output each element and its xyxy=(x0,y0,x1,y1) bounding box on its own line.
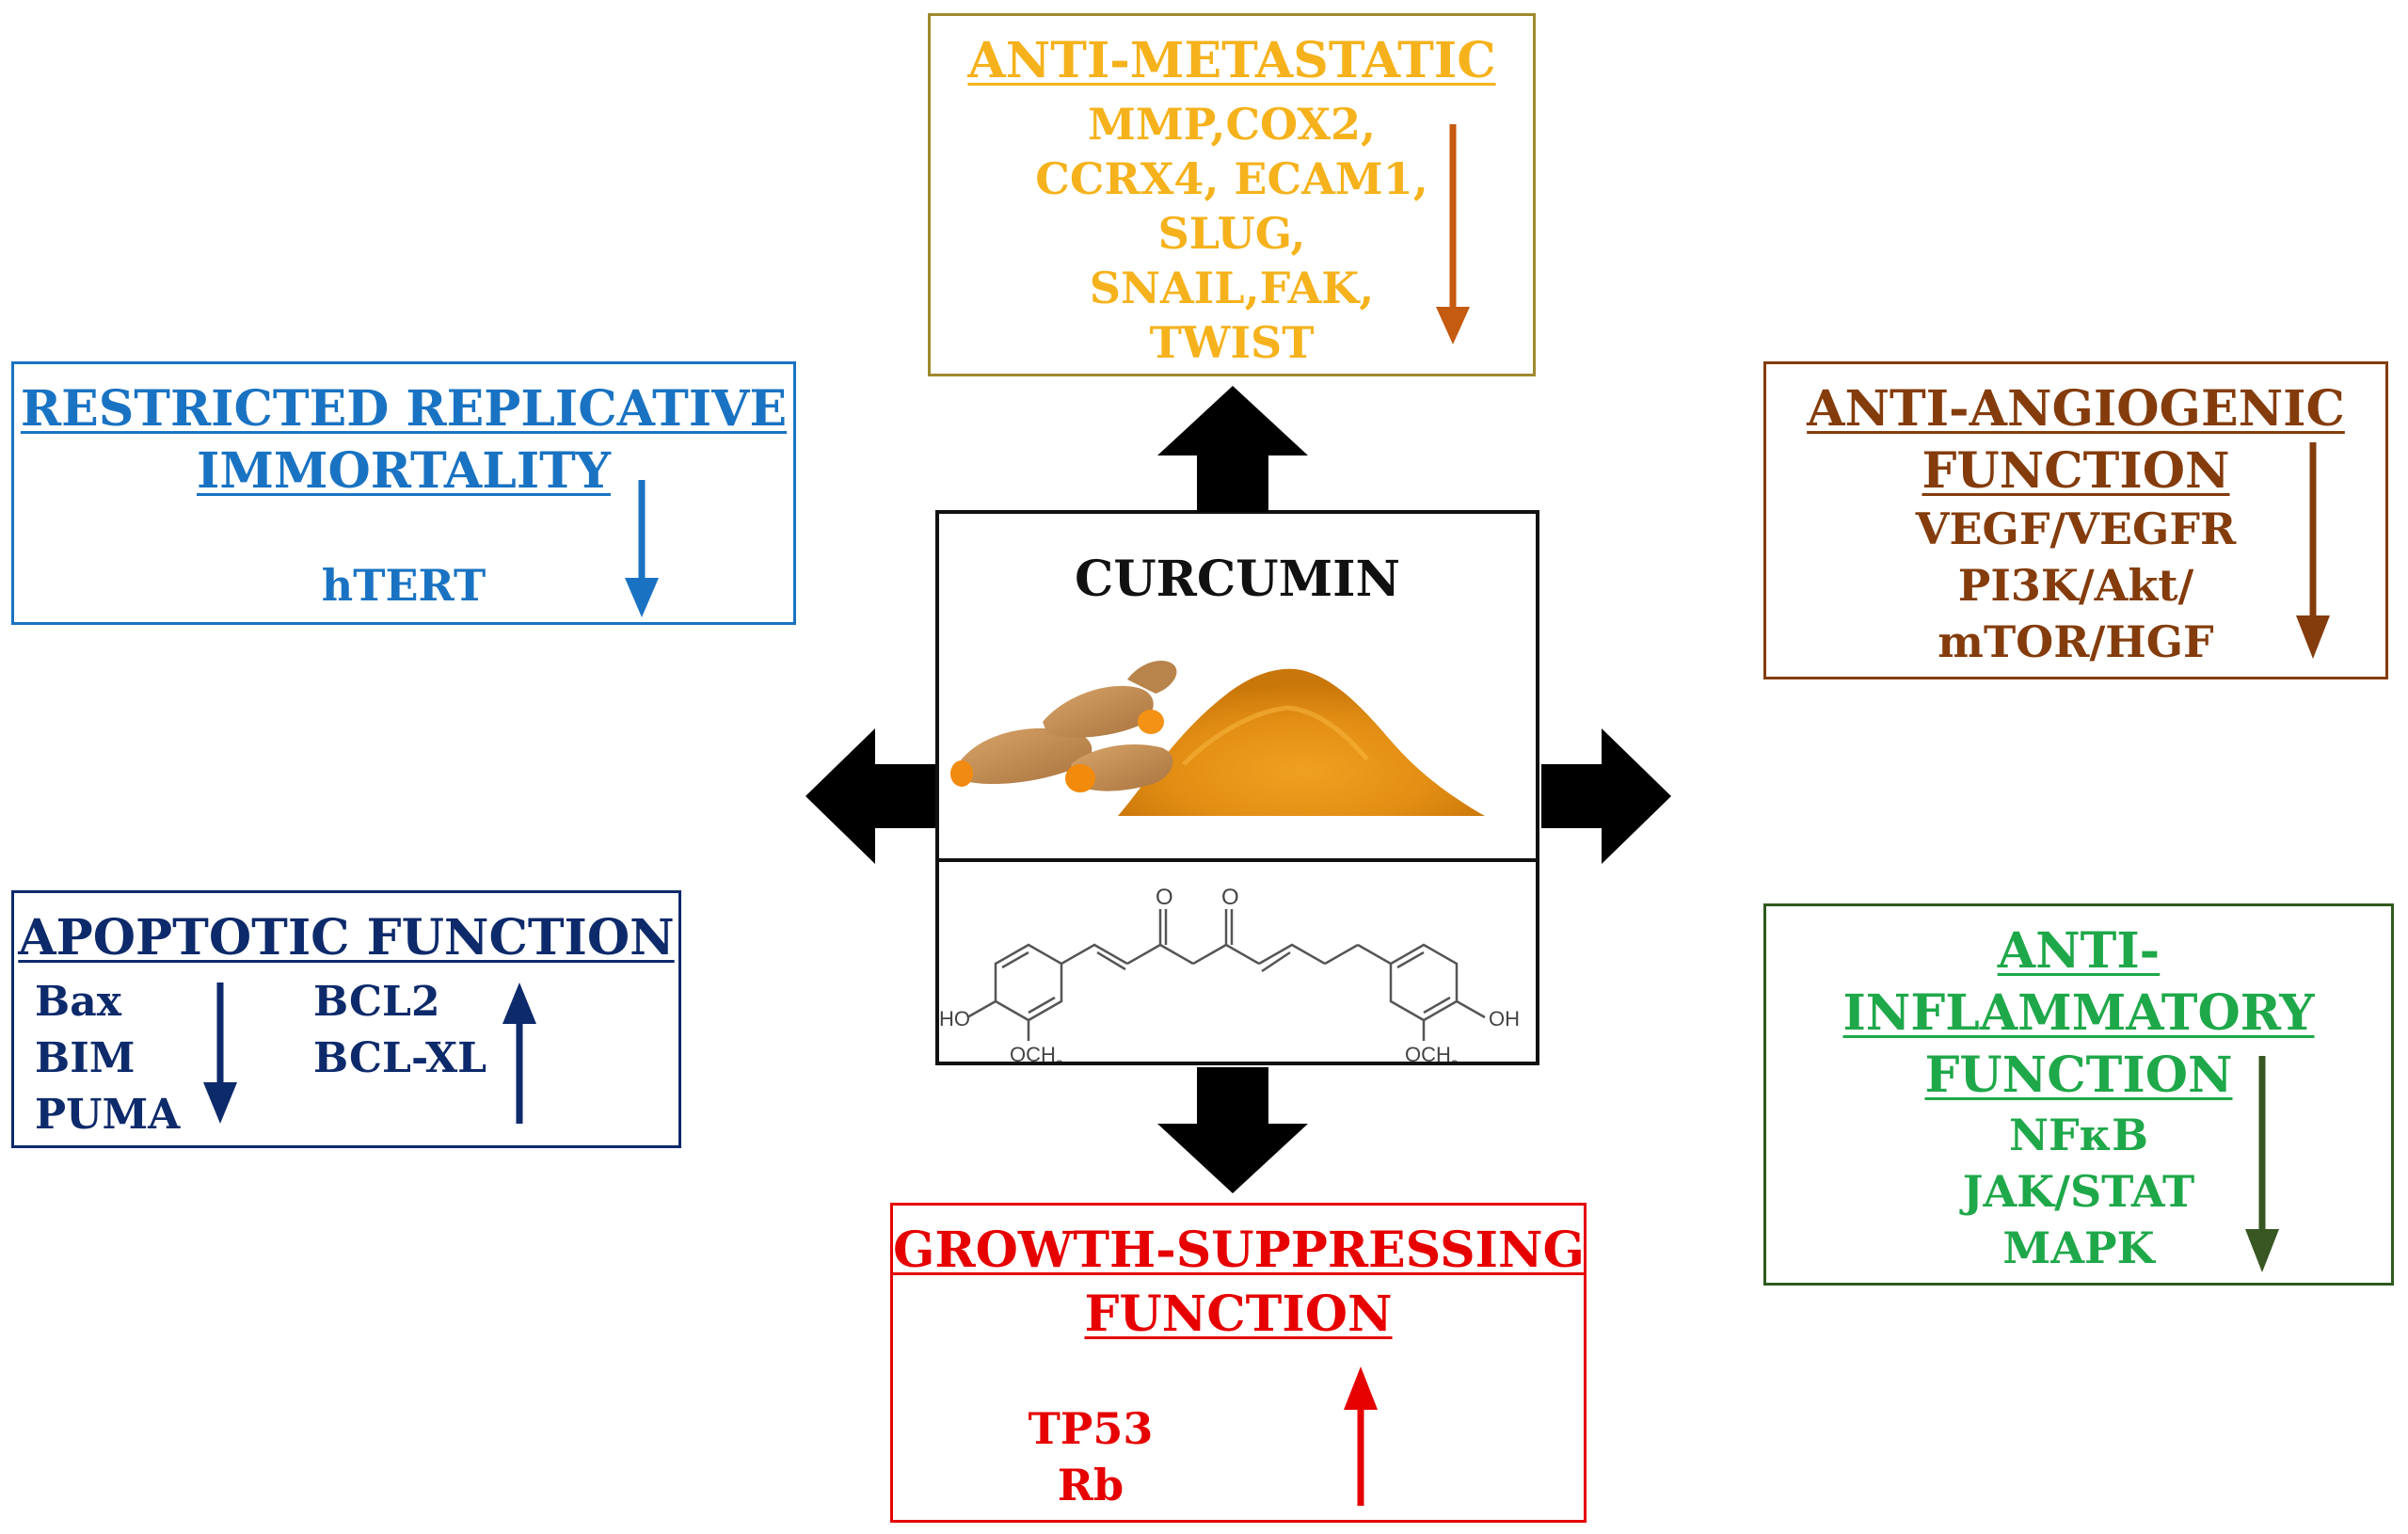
metastatic-marker: SLUG, xyxy=(1157,208,1306,259)
apoptotic-function-box: APOPTOTIC FUNCTION Bax BIM PUMA BCL2 BCL… xyxy=(11,890,681,1148)
ho-label: HO xyxy=(939,1007,970,1031)
growth-marker: Rb xyxy=(1057,1460,1124,1510)
angiogenic-down-arrow-icon xyxy=(2296,615,2330,659)
replicative-immortality-box: RESTRICTED REPLICATIVE IMMORTALITY hTERT xyxy=(11,361,796,625)
angiogenic-title: ANTI-ANGIOGENIC xyxy=(1807,380,2345,438)
inflammatory-down-arrow-icon xyxy=(2245,1229,2279,1272)
block-arrow-up xyxy=(1157,386,1308,512)
inflammatory-title: FUNCTION xyxy=(1924,1047,2233,1104)
angiogenic-marker: VEGF/VEGFR xyxy=(1915,503,2237,554)
apoptotic-down-marker: BIM xyxy=(35,1034,136,1082)
growth-title: GROWTH-SUPPRESSING xyxy=(893,1222,1585,1279)
metastatic-marker: TWIST xyxy=(1149,317,1315,368)
growth-marker: TP53 xyxy=(1028,1403,1154,1454)
o-atom-label: O xyxy=(1221,885,1239,910)
angiogenic-title: FUNCTION xyxy=(1922,442,2230,500)
angiogenic-marker: PI3K/Akt/ xyxy=(1957,560,2194,611)
oh-label: OH xyxy=(1489,1007,1520,1031)
inflammatory-marker: MAPK xyxy=(2002,1222,2155,1273)
replicative-down-arrow-icon xyxy=(625,578,659,617)
metastatic-marker: MMP,COX2, xyxy=(1087,99,1377,150)
o-atom-label: O xyxy=(1156,885,1173,910)
curcumin-title: CURCUMIN xyxy=(1074,551,1401,608)
angiogenic-marker: mTOR/HGF xyxy=(1938,616,2214,667)
apoptotic-up-arrow-icon xyxy=(502,983,536,1024)
metastatic-marker: SNAIL,FAK, xyxy=(1089,263,1375,313)
block-arrow-right xyxy=(1541,728,1671,864)
block-arrow-down xyxy=(1157,1067,1308,1193)
anti-angiogenic-box: ANTI-ANGIOGENIC FUNCTION VEGF/VEGFR PI3K… xyxy=(1763,361,2388,679)
inflammatory-marker: JAK/STAT xyxy=(1962,1166,2195,1217)
metastatic-down-arrow-icon xyxy=(1436,307,1470,344)
apoptotic-up-marker: BCL-XL xyxy=(313,1034,487,1082)
och3-left-label: OCH3 xyxy=(1010,1043,1063,1062)
turmeric-image xyxy=(950,661,1485,816)
anti-metastatic-title: ANTI-METASTATIC xyxy=(967,32,1496,89)
block-arrow-left xyxy=(805,728,935,864)
inflammatory-marker: NFκB xyxy=(2008,1110,2149,1160)
apoptotic-down-marker: Bax xyxy=(35,978,121,1026)
apoptotic-down-arrow-icon xyxy=(203,1082,237,1124)
growth-suppressing-box: GROWTH-SUPPRESSING FUNCTION TP53 Rb xyxy=(890,1203,1587,1523)
inflammatory-title: ANTI- xyxy=(1997,922,2161,980)
apoptotic-down-marker: PUMA xyxy=(35,1091,181,1139)
metastatic-marker: CCRX4, ECAM1, xyxy=(1035,153,1428,204)
center-divider xyxy=(939,858,1536,862)
inflammatory-title: INFLAMMATORY xyxy=(1842,984,2315,1042)
apoptotic-title: APOPTOTIC FUNCTION xyxy=(18,909,675,967)
apoptotic-up-marker: BCL2 xyxy=(313,978,440,1026)
replicative-title: RESTRICTED REPLICATIVE xyxy=(20,380,788,438)
och3-right-label: OCH3 xyxy=(1405,1043,1459,1062)
curcumin-structure-diagram: O O HO OCH3 OCH3 OH xyxy=(939,885,1520,1062)
replicative-marker: hTERT xyxy=(321,560,486,611)
replicative-title: IMMORTALITY xyxy=(197,442,611,500)
anti-metastatic-box: ANTI-METASTATIC MMP,COX2, CCRX4, ECAM1, … xyxy=(928,13,1536,376)
growth-title: FUNCTION xyxy=(1084,1286,1393,1343)
anti-inflammatory-box: ANTI- INFLAMMATORY FUNCTION NFκB JAK/STA… xyxy=(1763,903,2394,1286)
growth-up-arrow-icon xyxy=(1344,1366,1378,1410)
